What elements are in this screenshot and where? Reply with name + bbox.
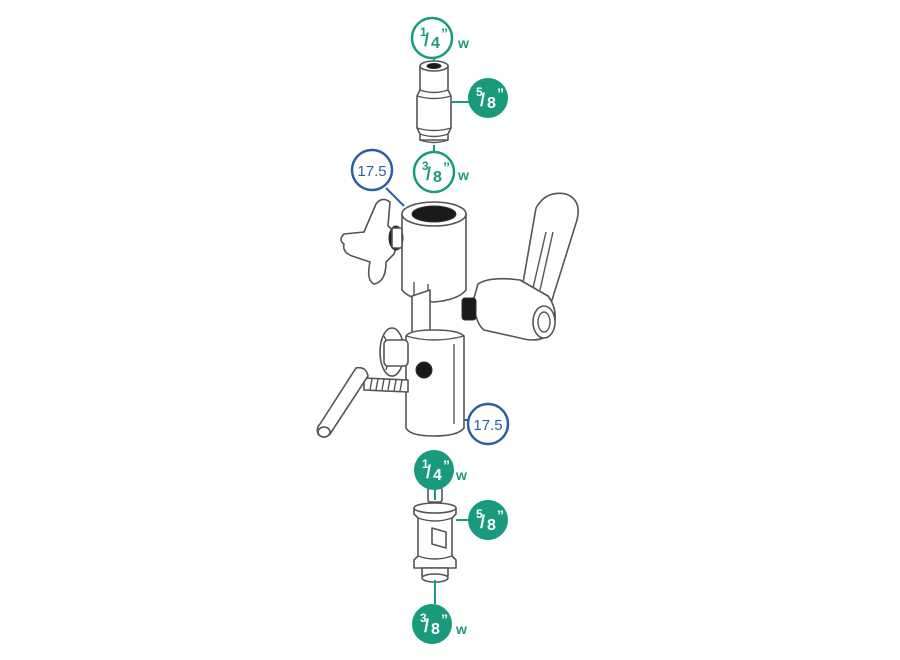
callout-top-spigot-diameter: 5 / 8 ” xyxy=(468,78,508,118)
lower-clamp-knob xyxy=(379,327,409,377)
fraction-denominator: 8 xyxy=(431,621,440,638)
fraction-slash: / xyxy=(426,462,431,482)
fraction-denominator: 8 xyxy=(433,169,442,186)
fraction-denominator: 4 xyxy=(433,467,442,484)
lower-bore-cylinder xyxy=(405,329,465,437)
fraction-slash: / xyxy=(480,512,485,532)
callout-circle xyxy=(468,500,508,540)
fraction-numerator: 1 xyxy=(422,457,429,471)
callout-circle xyxy=(350,148,394,192)
fraction-slash: / xyxy=(480,90,485,110)
callout-bottom-spigot-top-thread: 1 / 4 ” w xyxy=(414,450,467,490)
leader-line xyxy=(385,187,405,207)
tilt-lever-handle xyxy=(461,192,579,341)
bore-size-label: 17.5 xyxy=(357,163,386,180)
fraction-slash: / xyxy=(424,616,429,636)
callout-upper-bore-diameter: 17.5 xyxy=(350,148,394,192)
top-spigot-adapter xyxy=(416,60,452,144)
upper-bore-cylinder xyxy=(401,201,467,345)
callout-circle xyxy=(468,78,508,118)
inch-mark: ” xyxy=(441,25,448,41)
callout-bottom-spigot-bottom-thread: 3 / 8 ” w xyxy=(412,604,467,644)
callout-circle xyxy=(410,16,454,60)
callout-lower-bore-diameter: 17.5 xyxy=(466,402,510,446)
suffix-w: w xyxy=(457,167,469,183)
inch-mark: ” xyxy=(443,159,450,175)
callout-top-spigot-top-thread: 1 / 4 ” w xyxy=(410,16,469,60)
threaded-rod xyxy=(363,377,409,393)
fraction-numerator: 5 xyxy=(476,85,483,99)
suffix-w: w xyxy=(457,35,469,51)
tommy-bar xyxy=(316,366,369,438)
callout-bottom-spigot-diameter: 5 / 8 ” xyxy=(468,500,508,540)
callout-circle xyxy=(412,604,452,644)
fraction-numerator: 5 xyxy=(476,507,483,521)
fraction-denominator: 8 xyxy=(487,95,496,112)
fraction-slash: / xyxy=(424,30,429,50)
upper-star-knob xyxy=(340,198,404,285)
fraction-denominator: 8 xyxy=(487,517,496,534)
bore-size-label: 17.5 xyxy=(473,417,502,434)
bottom-spigot-adapter xyxy=(413,487,457,583)
callout-circle xyxy=(466,402,510,446)
umbrella-clamp-body xyxy=(316,192,579,438)
inch-mark: ” xyxy=(443,457,450,473)
inch-mark: ” xyxy=(497,85,504,101)
callout-top-spigot-bottom-thread: 3 / 8 ” w xyxy=(412,150,469,194)
callout-circle xyxy=(412,150,456,194)
fraction-numerator: 3 xyxy=(420,611,427,625)
fraction-denominator: 4 xyxy=(431,35,440,52)
fraction-numerator: 3 xyxy=(422,159,429,173)
suffix-w: w xyxy=(455,467,467,483)
fraction-numerator: 1 xyxy=(420,25,427,39)
suffix-w: w xyxy=(455,621,467,637)
fraction-slash: / xyxy=(426,164,431,184)
inch-mark: ” xyxy=(441,611,448,627)
callout-circle xyxy=(414,450,454,490)
inch-mark: ” xyxy=(497,507,504,523)
